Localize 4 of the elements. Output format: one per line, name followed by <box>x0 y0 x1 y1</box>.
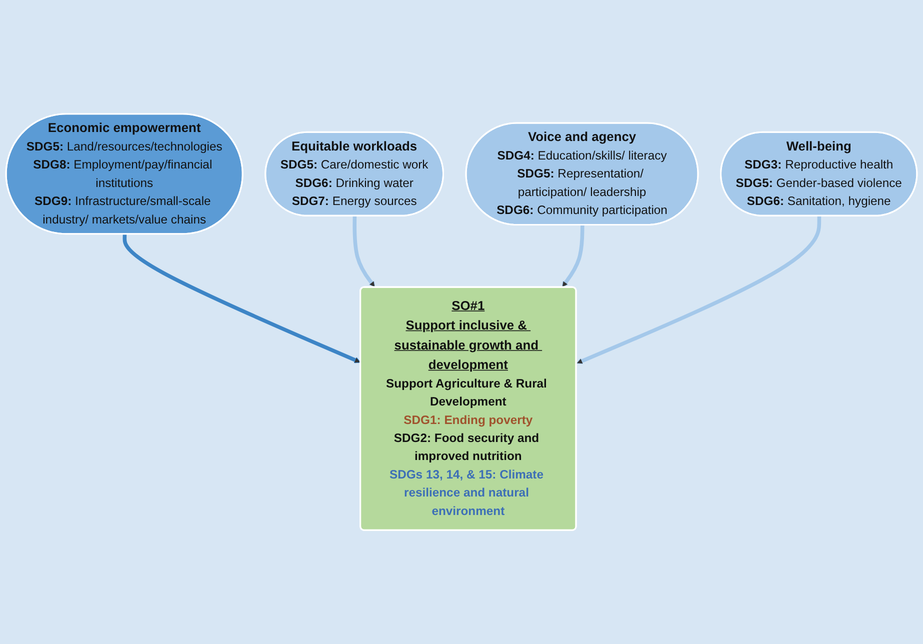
arrow <box>352 216 376 288</box>
arrow <box>562 225 584 288</box>
arrow <box>122 234 361 364</box>
arrow <box>576 216 822 364</box>
